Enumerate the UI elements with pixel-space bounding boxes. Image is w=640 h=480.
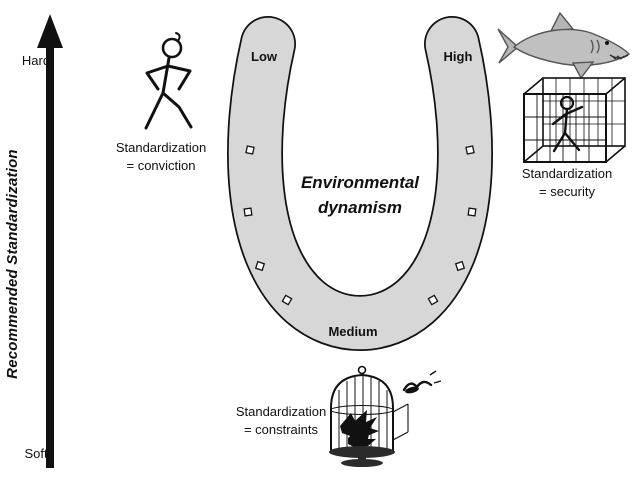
shark-icon [497, 11, 631, 80]
nail-hole [454, 260, 466, 272]
birdcage-icon [329, 365, 442, 467]
horseshoe-band [228, 17, 492, 350]
nail-hole [245, 145, 255, 155]
center-title: Environmental dynamism [255, 170, 465, 220]
horseshoe-low-label: Low [251, 49, 277, 64]
conviction-label-line1: Standardization [115, 140, 207, 155]
birds-inside-icon [340, 410, 379, 448]
constraints-label-line1: Standardization [235, 404, 327, 419]
conviction-label: Standardization = conviction [81, 139, 241, 175]
axis-arrowhead [37, 14, 63, 48]
nail-hole [467, 207, 477, 217]
nail-hole [281, 294, 293, 306]
horseshoe-medium-label: Medium [328, 324, 378, 339]
nail-hole [254, 260, 266, 272]
center-title-line1: Environmental [300, 173, 420, 192]
axis-arrow [37, 14, 63, 468]
nail-hole [465, 145, 475, 155]
axis-title: Recommended Standardization [4, 149, 21, 379]
horseshoe-high-label: High [443, 49, 473, 64]
nail-hole [427, 294, 439, 306]
security-label: Standardization = security [487, 165, 640, 201]
conviction-figure-icon [144, 32, 193, 130]
horseshoe-shape [227, 16, 493, 351]
center-title-line2: dynamism [317, 198, 403, 217]
constraints-label-line2: = constraints [243, 422, 319, 437]
nail-holes [243, 145, 477, 306]
conviction-label-line2: = conviction [126, 158, 196, 173]
axis-top-label: Hard [21, 53, 51, 68]
constraints-label: Standardization = constraints [201, 403, 361, 439]
nail-hole [243, 207, 253, 217]
axis-bottom-label: Soft [24, 446, 48, 461]
escaping-bird-icon [402, 370, 442, 394]
security-cage-icon [523, 77, 626, 163]
security-label-line2: = security [539, 184, 595, 199]
security-label-line1: Standardization [521, 166, 613, 181]
